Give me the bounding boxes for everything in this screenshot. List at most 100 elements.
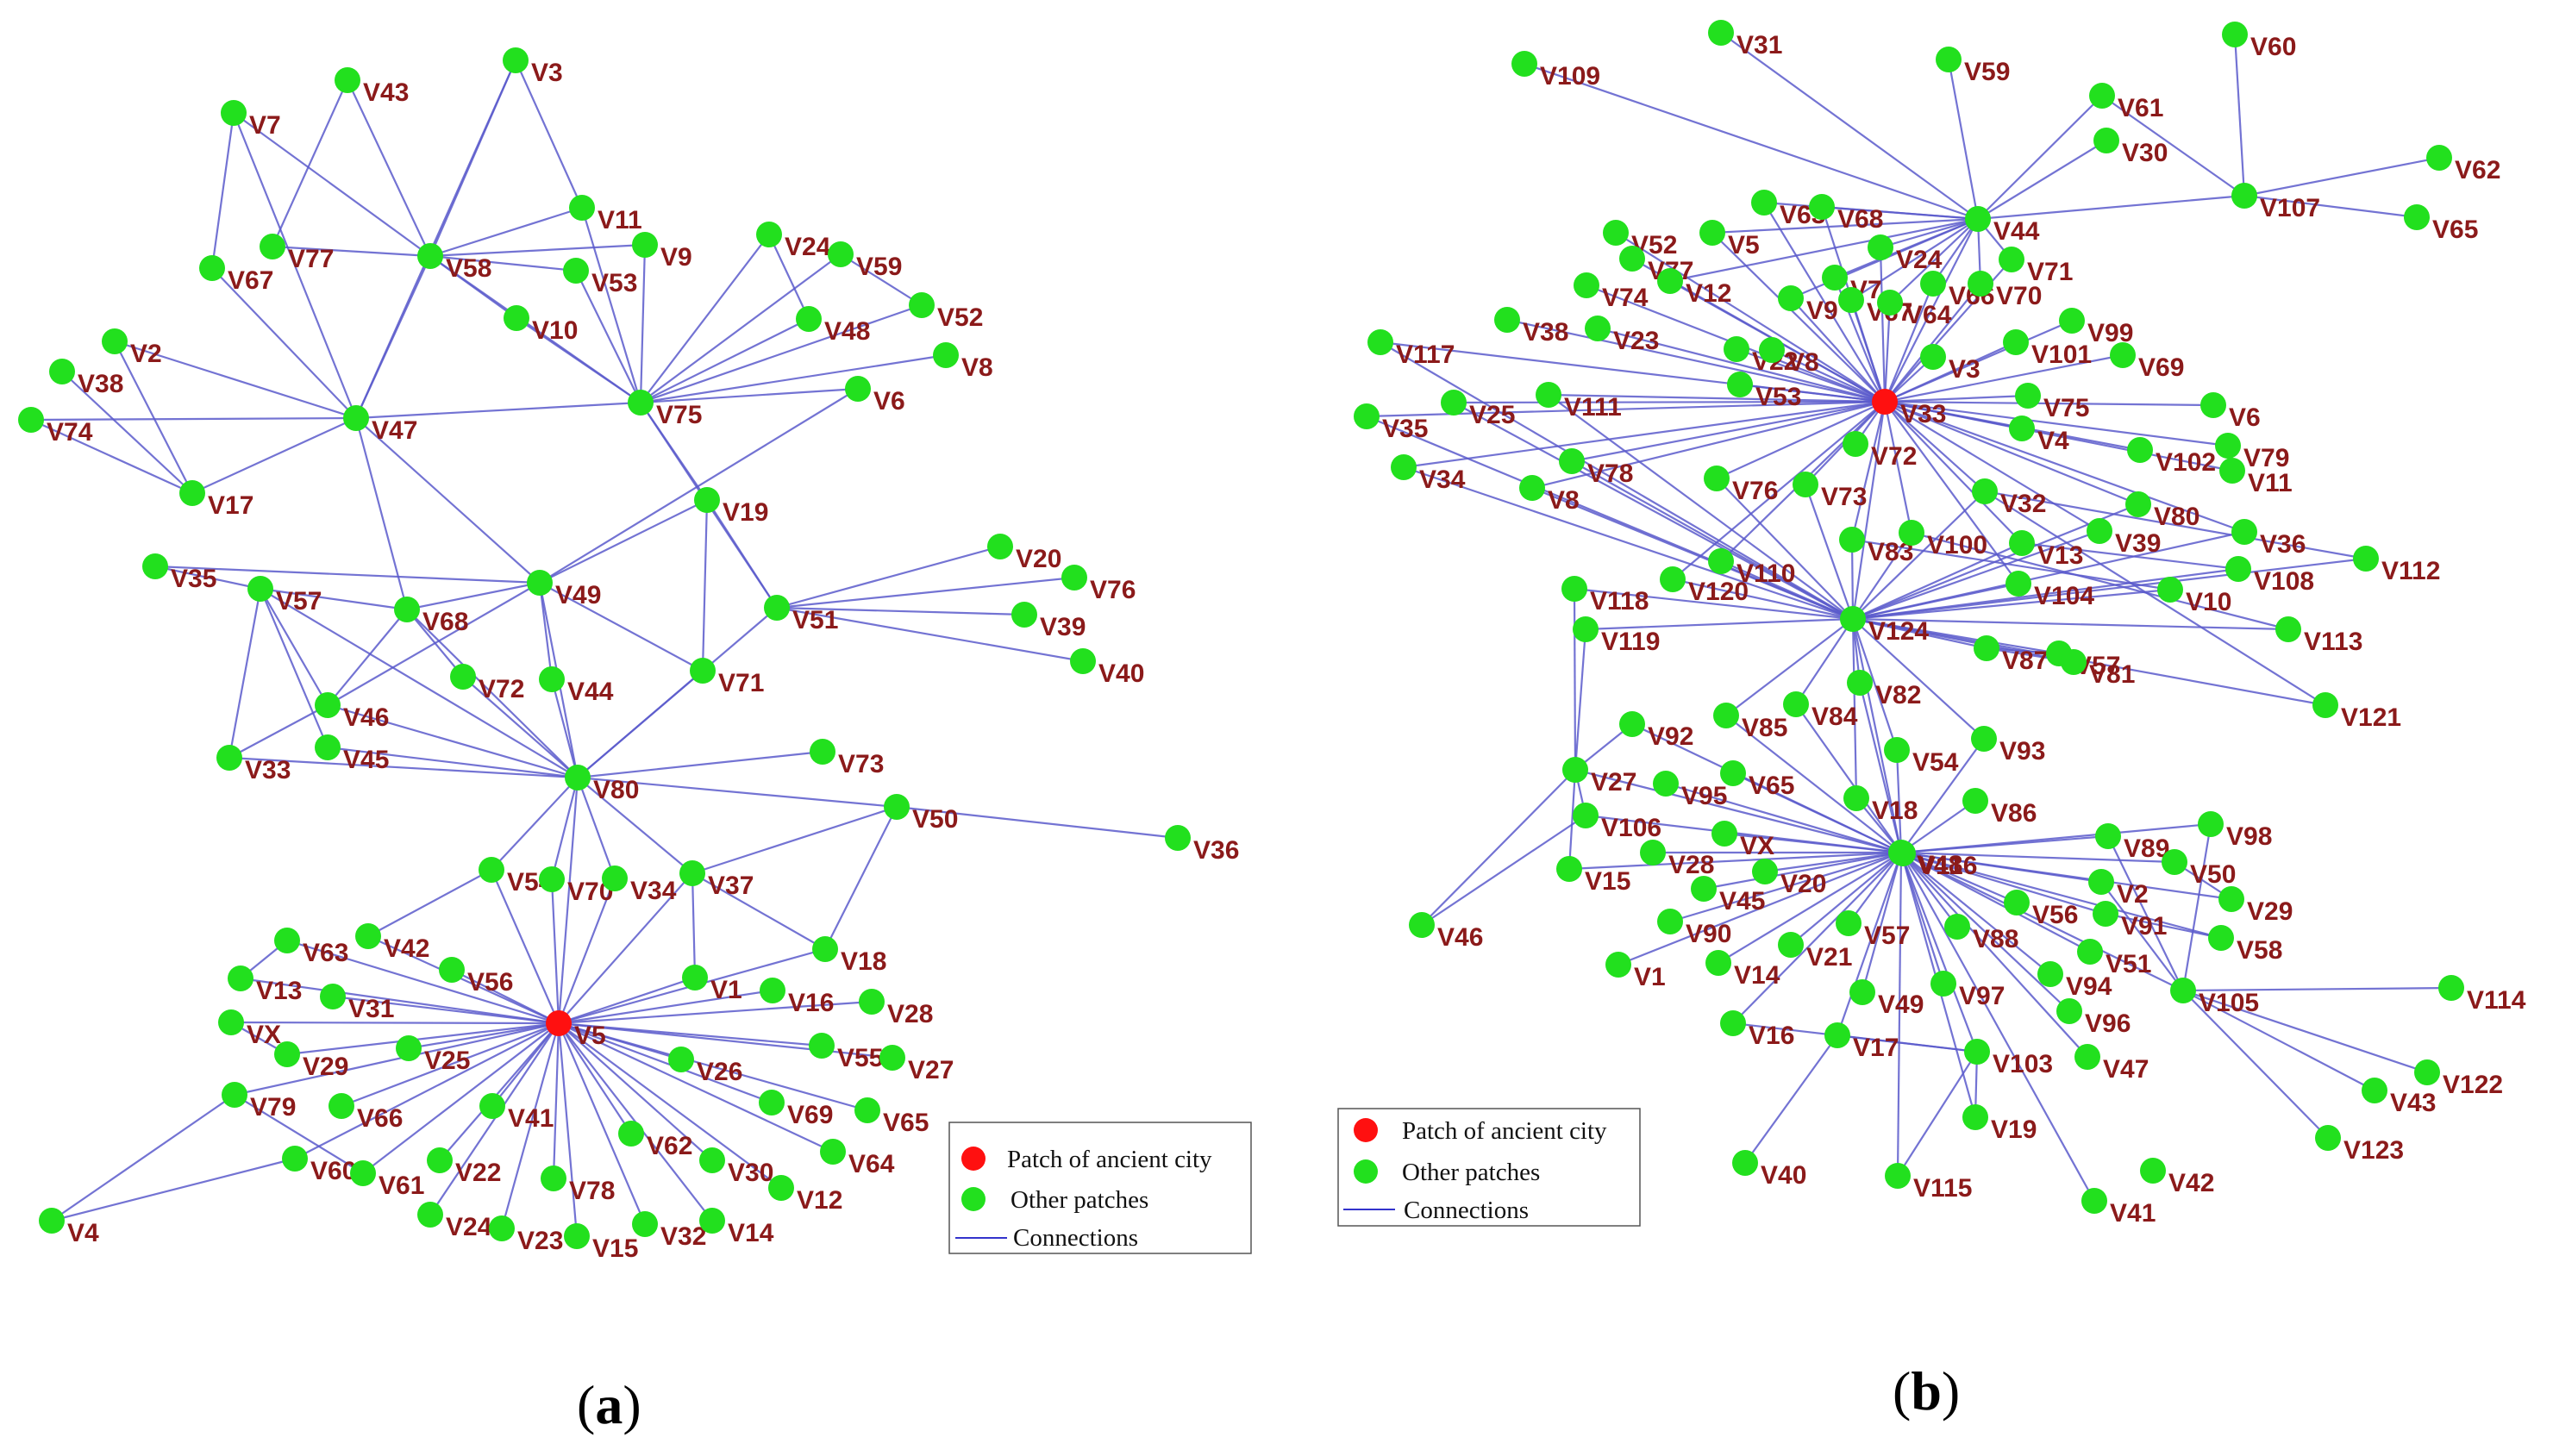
patch-node: [541, 1165, 566, 1191]
legend-city-label: Patch of ancient city: [1007, 1146, 1212, 1173]
patch-node: [2231, 519, 2257, 545]
node-label: V51: [2106, 950, 2151, 978]
patch-node: [854, 1097, 880, 1123]
edge-V115-V48: [1896, 852, 1903, 1177]
node-label: V70: [1996, 282, 2042, 310]
edge-V43-V77: [271, 79, 349, 247]
edge-V37-V5: [558, 872, 693, 1024]
patch-node: [199, 255, 225, 281]
patch-node: [142, 553, 168, 579]
node-label: V44: [567, 678, 614, 706]
patch-node: [987, 534, 1013, 559]
legend-other-marker: [1354, 1159, 1378, 1184]
node-label: V23: [1613, 327, 1659, 355]
node-label: V96: [2085, 1009, 2131, 1038]
patch-node: [1847, 670, 1873, 696]
edge-V59-V52: [840, 253, 923, 306]
node-label: V57: [1864, 922, 1910, 950]
patch-node: [1562, 757, 1588, 783]
edge-V62-V107: [2243, 156, 2440, 197]
patch-node: [1536, 382, 1561, 408]
node-label: V39: [1040, 613, 1086, 641]
edge-V44-V5: [1711, 217, 1979, 234]
patch-node: [1711, 821, 1737, 847]
edge-V7-V47: [232, 112, 358, 419]
node-label: V72: [479, 675, 524, 703]
patch-node: [2003, 329, 2029, 355]
patch-node: [1838, 287, 1864, 313]
patch-node: [222, 1082, 247, 1108]
node-label: V61: [2118, 94, 2163, 122]
edge-V57-V45: [259, 588, 329, 748]
node-label: V23: [517, 1227, 563, 1255]
patch-node: [2404, 204, 2430, 230]
edge-V58-V53: [429, 254, 577, 272]
node-label: V71: [718, 669, 764, 697]
edge-V58-V9: [429, 243, 646, 258]
node-label: V69: [787, 1101, 833, 1129]
edge-V38-V33: [1506, 318, 1886, 403]
node-label: V119: [1601, 628, 1660, 656]
node-label: V51: [792, 606, 838, 634]
patch-node: [879, 1045, 905, 1071]
node-label: V33: [245, 756, 291, 784]
patch-node: [668, 1047, 694, 1072]
patch-node: [1727, 372, 1753, 397]
patch-node: [274, 1041, 300, 1067]
edge-V10-V124: [1852, 588, 2171, 621]
edge-V32-V124: [1852, 491, 1986, 620]
patch-node: [1849, 979, 1875, 1005]
edge-V31-V44: [1720, 32, 1979, 220]
edge-V80-V70: [550, 777, 579, 880]
node-label: V15: [1585, 867, 1630, 896]
patch-node: [1494, 307, 1520, 333]
edge-V93-V48: [1900, 738, 1985, 853]
edge-V112-V124: [1852, 557, 2367, 621]
node-label: V11: [2248, 469, 2293, 497]
patch-node: [1920, 344, 1946, 370]
patch-node: [618, 1121, 644, 1147]
patch-node: [1653, 771, 1679, 797]
node-label: V30: [2122, 139, 2168, 167]
edge-V68-V46: [327, 609, 408, 706]
patch-node: [1839, 527, 1865, 553]
patch-node: [1409, 912, 1435, 938]
edge-V30-V5: [558, 1022, 713, 1161]
node-label: V56: [467, 968, 513, 997]
node-label: V19: [723, 498, 768, 527]
patch-node: [2088, 869, 2114, 895]
edge-V79-V33: [1884, 400, 2229, 447]
edge-V34-V5: [557, 878, 616, 1024]
caption-close: ): [623, 1374, 641, 1435]
patch-node: [768, 1175, 794, 1201]
node-label: V80: [2154, 503, 2199, 531]
edge-V118-V27: [1573, 588, 1577, 771]
edge-V84-V48: [1795, 703, 1902, 853]
patch-node: [1573, 803, 1599, 828]
patch-node: [1603, 220, 1629, 246]
patch-node: [694, 487, 720, 513]
patch-node: [764, 595, 790, 621]
edge-V64-V5: [558, 1022, 834, 1153]
edge-V78-V124: [1571, 460, 1854, 620]
edge-V101-V33: [1884, 341, 2017, 403]
patch-node: [884, 794, 910, 820]
edge-V51-V40: [776, 606, 1084, 663]
node-label: V116: [1918, 852, 1977, 880]
edge-V103-V115: [1897, 1051, 1978, 1177]
edge-V57b-V48: [1848, 852, 1902, 924]
edge-V117-V33: [1380, 341, 1886, 403]
node-label: V64: [1905, 301, 1952, 329]
node-label: V59: [1964, 58, 2010, 86]
edge-V30-V44: [1977, 140, 2107, 220]
patch-node: [810, 739, 835, 765]
edge-V24b-V5: [429, 1022, 560, 1215]
node-label: V31: [1736, 31, 1782, 59]
node-label: V40: [1761, 1161, 1806, 1190]
patch-node: [2095, 823, 2121, 849]
node-label: V17: [1853, 1034, 1899, 1062]
node-label: V101: [2031, 341, 2092, 369]
edge-V113-V100: [1911, 531, 2289, 631]
patch-node: [1778, 932, 1804, 958]
patch-node: [394, 597, 420, 622]
